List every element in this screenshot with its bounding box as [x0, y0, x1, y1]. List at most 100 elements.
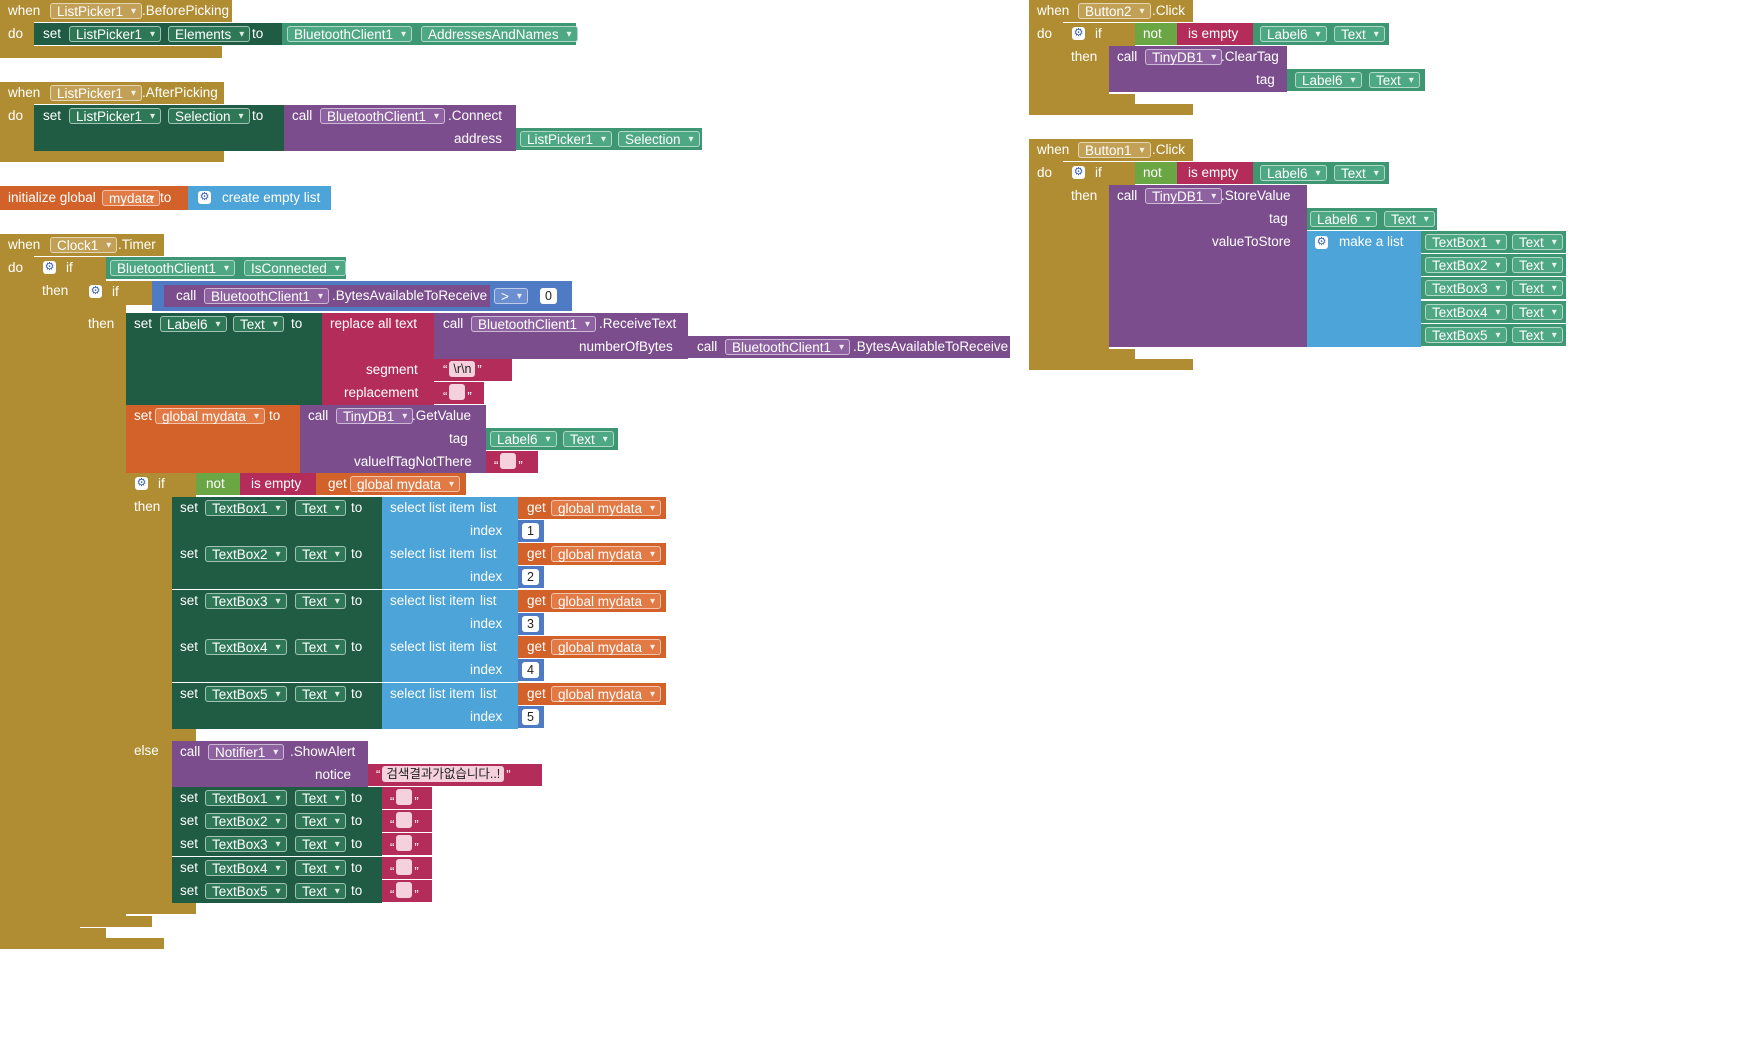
property-dropdown[interactable]: IsConnected: [244, 260, 346, 277]
variable-dropdown[interactable]: global mydata: [551, 546, 662, 563]
is-empty-block[interactable]: [1177, 23, 1253, 45]
not-block[interactable]: [196, 473, 240, 495]
component-dropdown[interactable]: BluetoothClient1: [204, 288, 330, 305]
component-dropdown[interactable]: TextBox5: [205, 882, 287, 900]
property-dropdown[interactable]: Text: [295, 790, 346, 807]
component-dropdown[interactable]: Label6: [1310, 211, 1377, 228]
component-dropdown[interactable]: ListPicker1: [50, 3, 143, 20]
component-dropdown[interactable]: TextBox1: [205, 500, 287, 517]
component-dropdown[interactable]: BluetoothClient1: [471, 316, 597, 333]
component-dropdown[interactable]: Label6: [1260, 165, 1327, 182]
component-dropdown[interactable]: Label6: [160, 316, 227, 333]
property-dropdown[interactable]: AddressesAndNames: [421, 26, 578, 43]
variable-dropdown[interactable]: global mydata: [155, 408, 266, 425]
component-dropdown[interactable]: Label6: [1260, 26, 1327, 43]
property-dropdown[interactable]: Text: [295, 500, 346, 517]
variable-dropdown[interactable]: global mydata: [551, 592, 662, 610]
component-dropdown[interactable]: TextBox5: [1425, 326, 1507, 344]
select-list-item-block[interactable]: [382, 636, 518, 683]
component-dropdown[interactable]: TextBox3: [205, 592, 287, 610]
component-dropdown[interactable]: TinyDB1: [1145, 49, 1223, 66]
component-dropdown[interactable]: TextBox4: [1425, 303, 1507, 321]
number-literal[interactable]: 0: [540, 288, 557, 304]
property-dropdown[interactable]: Text: [1369, 72, 1420, 89]
component-dropdown[interactable]: TextBox1: [205, 790, 287, 807]
mutator-gear-icon[interactable]: ⚙: [1072, 166, 1085, 179]
empty-text-literal[interactable]: “”: [390, 835, 419, 855]
component-dropdown[interactable]: ListPicker1: [69, 26, 162, 43]
select-list-item-block[interactable]: [382, 497, 518, 543]
property-dropdown[interactable]: Selection: [168, 108, 250, 125]
select-list-item-block[interactable]: [382, 543, 518, 590]
component-dropdown[interactable]: TextBox2: [205, 546, 287, 563]
component-dropdown[interactable]: TinyDB1: [336, 408, 414, 425]
property-dropdown[interactable]: Elements: [168, 26, 251, 43]
component-dropdown[interactable]: TextBox3: [1425, 280, 1507, 297]
property-dropdown[interactable]: Text: [295, 836, 346, 853]
property-dropdown[interactable]: Text: [295, 546, 346, 563]
variable-dropdown[interactable]: global mydata: [551, 639, 662, 656]
property-dropdown[interactable]: Text: [1512, 303, 1563, 321]
property-dropdown[interactable]: Text: [295, 685, 346, 703]
component-dropdown[interactable]: TextBox3: [205, 836, 287, 853]
variable-name-field[interactable]: mydata: [102, 190, 161, 207]
component-dropdown[interactable]: Notifier1: [208, 744, 285, 761]
not-block[interactable]: [1135, 23, 1177, 45]
component-dropdown[interactable]: ListPicker1: [50, 85, 143, 102]
empty-text-literal[interactable]: “”: [390, 858, 419, 879]
component-dropdown[interactable]: TextBox5: [205, 685, 287, 703]
mutator-gear-icon[interactable]: ⚙: [1072, 27, 1085, 40]
component-dropdown[interactable]: Label6: [490, 431, 557, 448]
variable-dropdown[interactable]: global mydata: [350, 476, 461, 493]
empty-text-literal[interactable]: “”: [390, 789, 419, 809]
property-dropdown[interactable]: Text: [1384, 211, 1435, 228]
number-literal[interactable]: 1: [522, 523, 539, 539]
property-dropdown[interactable]: Selection: [618, 131, 700, 148]
number-literal[interactable]: 4: [522, 662, 539, 679]
component-dropdown[interactable]: BluetoothClient1: [110, 260, 236, 277]
component-dropdown[interactable]: TextBox2: [205, 813, 287, 830]
mutator-gear-icon[interactable]: ⚙: [135, 477, 148, 490]
property-dropdown[interactable]: Text: [563, 431, 614, 448]
component-dropdown[interactable]: TextBox4: [205, 859, 287, 877]
property-dropdown[interactable]: Text: [1512, 326, 1563, 344]
component-dropdown[interactable]: ListPicker1: [69, 108, 162, 125]
property-dropdown[interactable]: Text: [295, 882, 346, 900]
component-dropdown[interactable]: ListPicker1: [520, 131, 613, 148]
mutator-gear-icon[interactable]: ⚙: [1315, 236, 1328, 249]
property-dropdown[interactable]: Text: [295, 813, 346, 830]
select-list-item-block[interactable]: [382, 589, 518, 636]
call-block[interactable]: [1109, 185, 1307, 347]
select-list-item-block[interactable]: [382, 682, 518, 729]
property-dropdown[interactable]: Text: [1512, 257, 1563, 274]
text-literal[interactable]: “검색결과가없습니다..!”: [376, 766, 511, 782]
component-dropdown[interactable]: BluetoothClient1: [320, 108, 446, 125]
component-dropdown[interactable]: TinyDB1: [1145, 188, 1223, 205]
mutator-gear-icon[interactable]: ⚙: [43, 261, 56, 274]
not-block[interactable]: [1135, 162, 1177, 184]
is-empty-block[interactable]: [1177, 162, 1253, 184]
variable-dropdown[interactable]: global mydata: [551, 685, 662, 703]
property-dropdown[interactable]: Text: [233, 316, 284, 333]
component-dropdown[interactable]: Clock1: [50, 237, 118, 254]
property-dropdown[interactable]: Text: [1512, 280, 1563, 297]
property-dropdown[interactable]: Text: [295, 859, 346, 877]
component-dropdown[interactable]: TextBox1: [1425, 234, 1507, 251]
property-dropdown[interactable]: Text: [1512, 234, 1563, 251]
number-literal[interactable]: 3: [522, 615, 539, 632]
empty-text-literal[interactable]: “”: [390, 812, 419, 832]
operator-dropdown[interactable]: >: [494, 288, 528, 305]
component-dropdown[interactable]: Button2: [1078, 3, 1151, 20]
property-dropdown[interactable]: Text: [1334, 165, 1385, 182]
component-dropdown[interactable]: TextBox4: [205, 639, 287, 656]
variable-dropdown[interactable]: global mydata: [551, 500, 662, 517]
component-dropdown[interactable]: Label6: [1295, 72, 1362, 89]
replace-all-text-block[interactable]: [322, 313, 434, 405]
is-empty-block[interactable]: [240, 473, 316, 495]
text-literal-value[interactable]: \r\n: [449, 361, 476, 377]
mutator-gear-icon[interactable]: ⚙: [89, 285, 102, 298]
number-literal[interactable]: 5: [522, 708, 539, 725]
component-dropdown[interactable]: BluetoothClient1: [725, 339, 851, 356]
number-literal[interactable]: 2: [522, 569, 539, 586]
make-a-list-block[interactable]: [1307, 231, 1421, 347]
